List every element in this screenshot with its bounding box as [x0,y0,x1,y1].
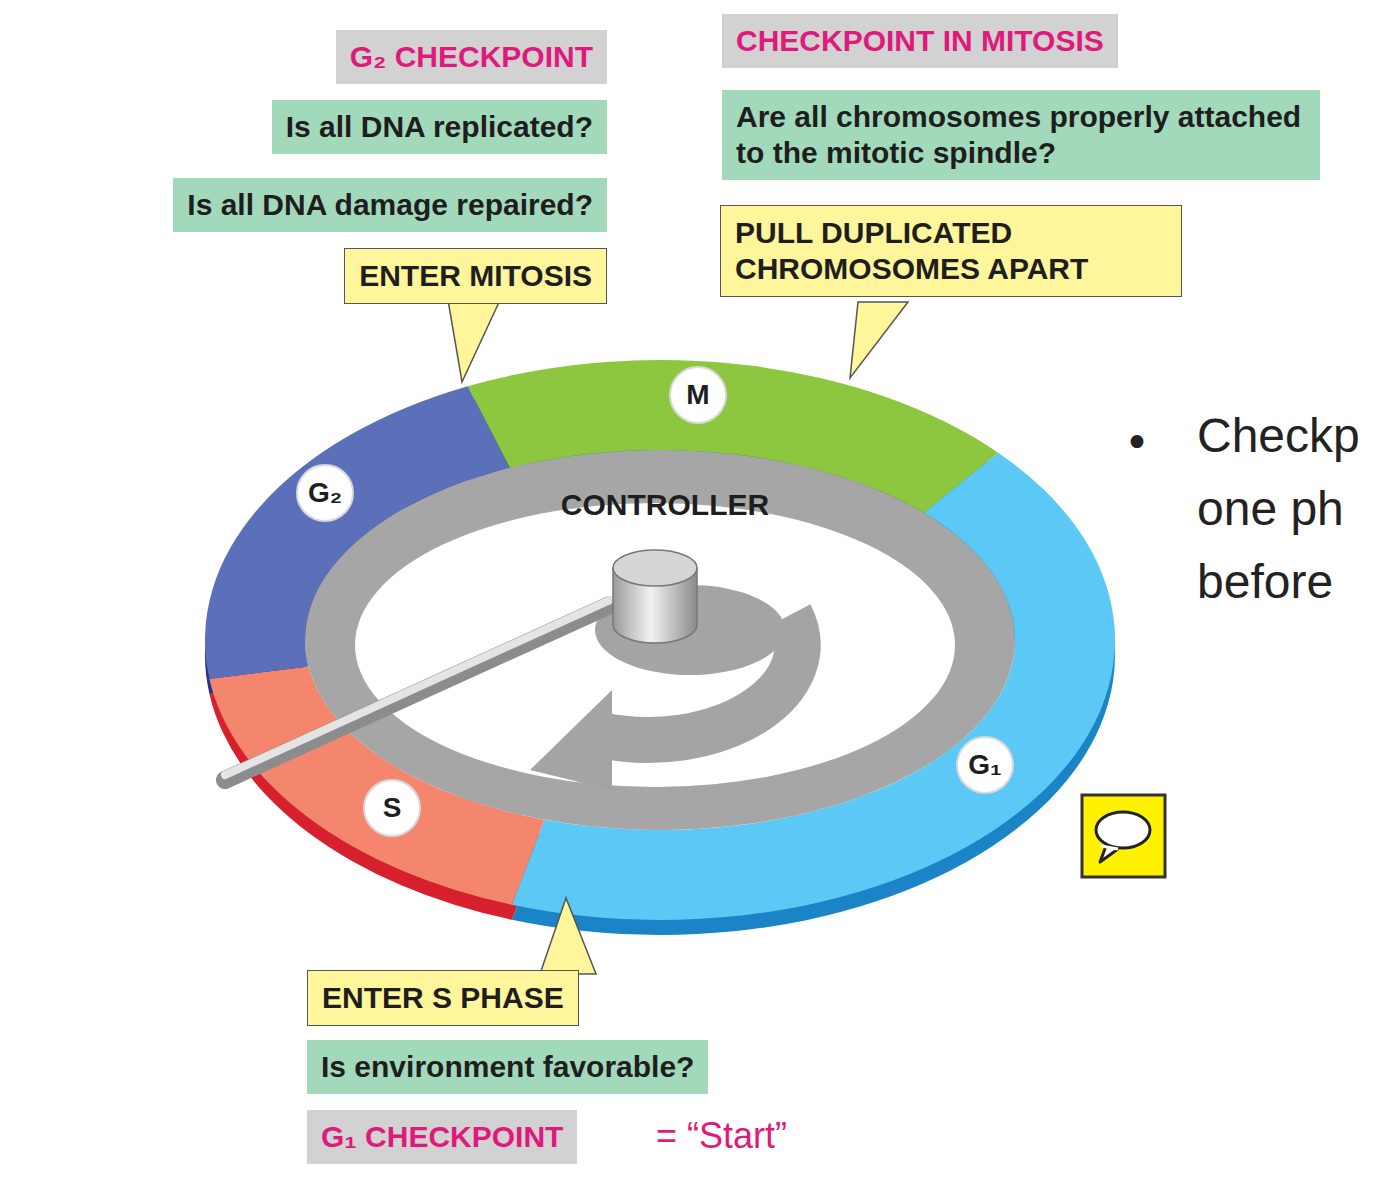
phase-circle: G₂ [296,464,354,522]
controller-top [613,550,697,586]
comment-bubble-tail [1100,846,1118,862]
callout-pointer [540,898,596,974]
comment-bubble-join [1101,846,1118,849]
node-text: S [383,792,402,824]
node-text: Is all DNA replicated? [286,109,593,145]
node-text: Is all DNA damage repaired? [187,187,593,223]
slide-text: Checkp [1197,408,1360,463]
node-text: Are all chromosomes properly attached to… [736,99,1306,171]
controller-hand [225,605,610,780]
node-text: ENTER S PHASE [322,980,564,1016]
node-text: Is environment favorable? [321,1049,694,1085]
node-text: G₂ [308,477,342,509]
checkpoint-title: CHECKPOINT IN MITOSIS [722,14,1118,68]
node-text: G₂ CHECKPOINT [350,39,593,75]
callout-pointer [448,300,500,382]
checkpoint-question: Is all DNA replicated? [272,100,607,154]
comment-bubble [1096,812,1150,848]
node-text: PULL DUPLICATED CHROMOSOMES APART [735,215,1167,287]
node-text: ENTER MITOSIS [359,258,592,294]
node-text: G₁ CHECKPOINT [321,1119,563,1155]
cycle-ring [205,360,1115,935]
checkpoint-title: G₂ CHECKPOINT [336,30,607,84]
controller-label: CONTROLLER [561,488,769,523]
comment-icon [1082,795,1165,877]
controller-hand-shine [225,600,610,775]
slide-text: one ph [1197,481,1344,536]
node-text: CHECKPOINT IN MITOSIS [736,23,1104,59]
slide-text: before [1197,554,1333,609]
checkpoint-title: G₁ CHECKPOINT [307,1110,577,1164]
bullet: • [1124,418,1150,469]
controller-track [305,450,1015,830]
phase-circle: S [363,779,421,837]
checkpoint-question: Is all DNA damage repaired? [173,178,607,232]
checkpoint-question: Is environment favorable? [307,1040,708,1094]
callout-pointer [850,302,908,378]
action-callout: ENTER MITOSIS [344,248,607,304]
controller-dial [355,503,955,787]
phase-circle: M [669,366,727,424]
start-note: = “Start” [656,1115,787,1156]
action-callout: PULL DUPLICATED CHROMOSOMES APART [720,205,1182,297]
checkpoint-question: Are all chromosomes properly attached to… [722,90,1320,180]
cycle-arrow-head [530,690,612,790]
phase-circle: G₁ [956,736,1014,794]
node-text: M [686,379,709,411]
node-text: G₁ [968,749,1001,781]
action-callout: ENTER S PHASE [307,970,579,1026]
